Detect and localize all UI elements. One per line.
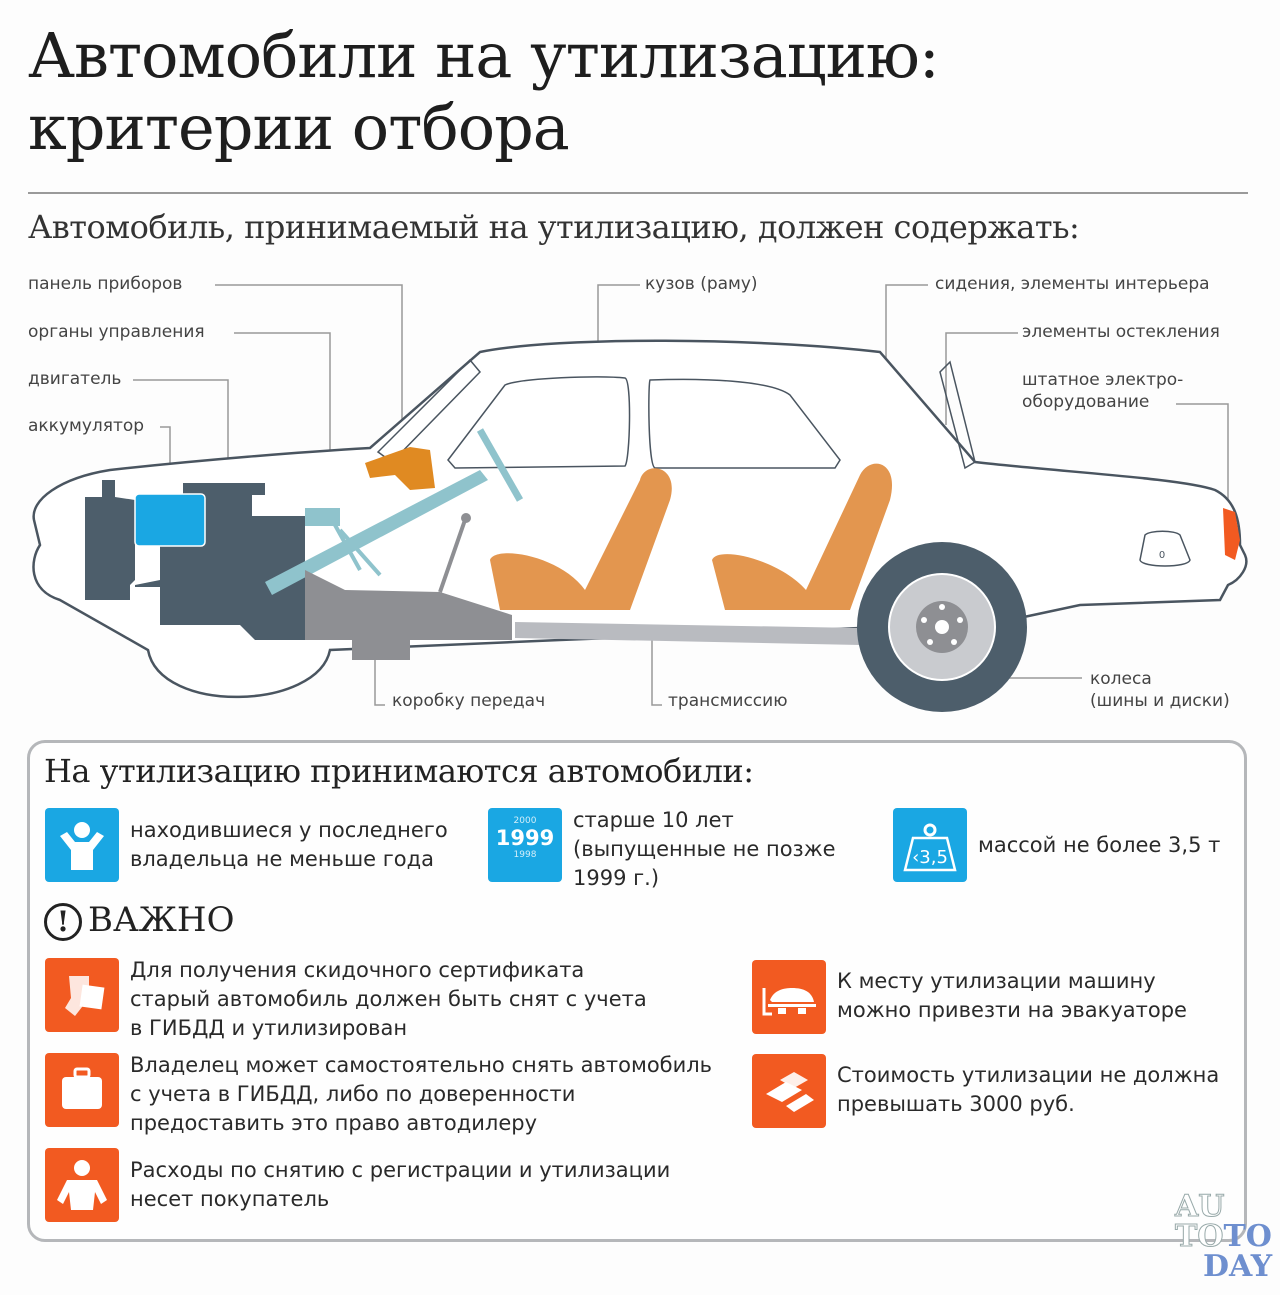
battery-shape <box>134 493 206 547</box>
criteria-box <box>27 740 1247 1242</box>
car-diagram: 0 <box>32 284 1248 712</box>
engine-shape <box>135 483 305 640</box>
label-battery: аккумулятор <box>28 416 145 436</box>
calendar-year-icon: 2000 1999 1998 <box>488 808 562 882</box>
label-electrical: штатное электро-оборудование <box>1022 370 1184 412</box>
important-item-3: Расходы по снятию с регистрации и утилиз… <box>130 1158 671 1211</box>
tow-truck-icon <box>752 960 826 1034</box>
label-transmission: трансмиссию <box>668 691 788 711</box>
rear-seat-shape <box>712 463 893 610</box>
important-heading: !ВАЖНО <box>44 900 234 941</box>
label-body: кузов (раму) <box>645 274 758 294</box>
driveshaft-shape <box>515 622 860 645</box>
documents-icon <box>45 958 119 1032</box>
person-icon <box>45 1148 119 1222</box>
watermark-logo: AU TOTO DAY <box>1174 1189 1273 1284</box>
weight-icon: ‹3,5 <box>893 808 967 882</box>
title-line-1: Автомобили на утилизацию: <box>28 19 940 92</box>
label-wheels: колеса(шины и диски) <box>1090 669 1230 711</box>
accepted-weight-text: массой не более 3,5 т <box>978 833 1221 857</box>
label-controls: органы управления <box>28 322 205 342</box>
svg-text:‹3,5: ‹3,5 <box>912 847 948 868</box>
svg-text:0: 0 <box>1159 550 1165 561</box>
title-line-2: критерии отбора <box>28 91 570 164</box>
accepted-title: На утилизацию принимаются автомобили: <box>44 752 754 790</box>
divider <box>28 192 1248 194</box>
label-dashboard: панель приборов <box>28 274 183 294</box>
label-seats: сидения, элементы интерьера <box>935 274 1210 294</box>
label-engine: двигатель <box>28 369 122 389</box>
tail-light-shape <box>1223 508 1240 560</box>
important-item-2: Владелец может самостоятельно снять авто… <box>130 1053 713 1135</box>
gearbox-shape <box>305 570 512 660</box>
page-title: Автомобили на утилизацию: критерии отбор… <box>28 19 940 164</box>
dashboard-shape <box>365 447 435 490</box>
label-glazing: элементы остекления <box>1022 322 1220 342</box>
person-arms-up-icon <box>45 808 119 882</box>
briefcase-icon <box>45 1053 119 1127</box>
front-seat-shape <box>490 468 672 610</box>
label-gearbox: коробку передач <box>392 691 546 711</box>
leader-lines <box>133 284 1229 706</box>
section-subtitle: Автомобиль, принимаемый на утилизацию, д… <box>28 208 1080 246</box>
exclamation-icon: ! <box>44 903 82 941</box>
money-bars-icon <box>752 1054 826 1128</box>
